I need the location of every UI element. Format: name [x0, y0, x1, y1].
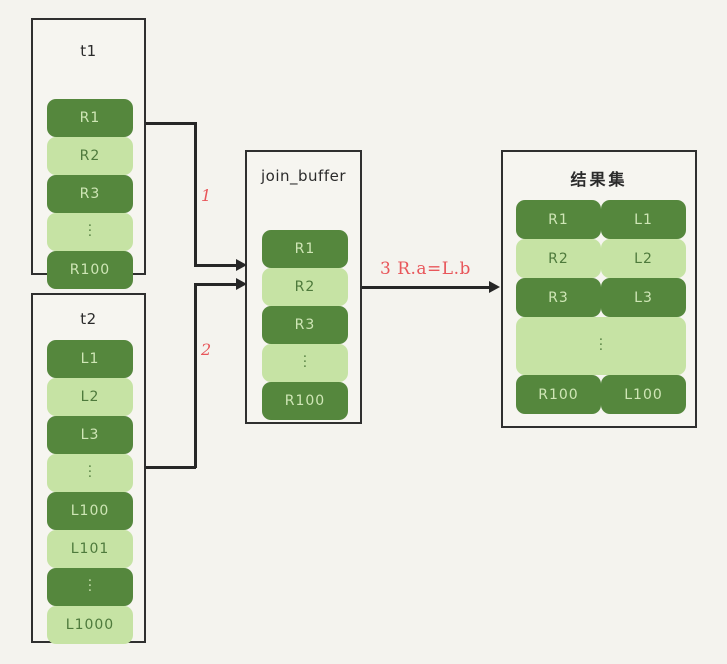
record-cell: R2 — [47, 137, 133, 175]
ellipsis-icon: ··· — [598, 332, 604, 358]
ellipsis-icon: ··· — [302, 349, 308, 375]
flow1-segment-into-buffer — [194, 264, 242, 267]
buffer-cell: R100 — [262, 382, 348, 420]
result-cell-right: L2 — [601, 239, 686, 278]
record-cell: L2 — [47, 378, 133, 416]
record-cell-ellipsis: ··· — [47, 213, 133, 251]
flow2-segment-into-buffer — [194, 283, 242, 286]
record-cell: R1 — [47, 99, 133, 137]
record-cell: L1000 — [47, 606, 133, 644]
flow2-segment-bottom — [146, 466, 196, 469]
table-panel-t2: t2 L1 L2 L3 ··· L100 L101 ··· L1000 — [31, 293, 146, 644]
flow2-step-label: 2 — [201, 340, 212, 359]
result-set-panel: 结果集 R1 L1 R2 L2 R3 L3 ··· R100 L100 — [501, 150, 697, 428]
record-cell: L1 — [47, 340, 133, 378]
panel-title-t2: t2 — [80, 310, 97, 328]
record-cell-ellipsis: ··· — [47, 454, 133, 492]
ellipsis-icon: ··· — [87, 459, 93, 485]
result-cell-left: R1 — [516, 200, 601, 239]
result-cell-left: R100 — [516, 375, 601, 414]
record-cell-ellipsis: ··· — [47, 568, 133, 606]
record-cell: R100 — [47, 251, 133, 289]
buffer-cell: R1 — [262, 230, 348, 268]
ellipsis-icon: ··· — [87, 573, 93, 599]
panel-title-join-buffer: join_buffer — [260, 167, 346, 185]
panel-title-result-set: 结果集 — [570, 170, 628, 189]
record-cell: R3 — [47, 175, 133, 213]
flow1-step-label: 1 — [201, 186, 212, 205]
buffer-cell-ellipsis: ··· — [262, 344, 348, 382]
panel-title-t1: t1 — [80, 42, 97, 60]
table-panel-t1: t1 R1 R2 R3 ··· R100 — [31, 18, 146, 289]
result-cell-right: L1 — [601, 200, 686, 239]
flow1-segment-vertical — [194, 122, 197, 266]
result-cell-left: R3 — [516, 278, 601, 317]
flow2-arrowhead — [236, 278, 247, 290]
flow1-arrowhead — [236, 259, 247, 271]
buffer-cell: R3 — [262, 306, 348, 344]
ellipsis-icon: ··· — [87, 218, 93, 244]
record-cell: L101 — [47, 530, 133, 568]
buffer-cell: R2 — [262, 268, 348, 306]
result-cell-ellipsis: ··· — [516, 317, 686, 375]
record-cell: L100 — [47, 492, 133, 530]
flow2-segment-vertical — [194, 283, 197, 468]
join-buffer-panel: join_buffer R1 R2 R3 ··· R100 — [245, 150, 362, 424]
record-cell: L3 — [47, 416, 133, 454]
flow3-arrowhead — [489, 281, 500, 293]
result-cell-left: R2 — [516, 239, 601, 278]
result-cell-right: L3 — [601, 278, 686, 317]
result-cell-right: L100 — [601, 375, 686, 414]
flow3-join-condition-label: 3 R.a=L.b — [380, 259, 471, 279]
flow3-segment — [362, 286, 495, 289]
flow1-segment-top — [146, 122, 196, 125]
